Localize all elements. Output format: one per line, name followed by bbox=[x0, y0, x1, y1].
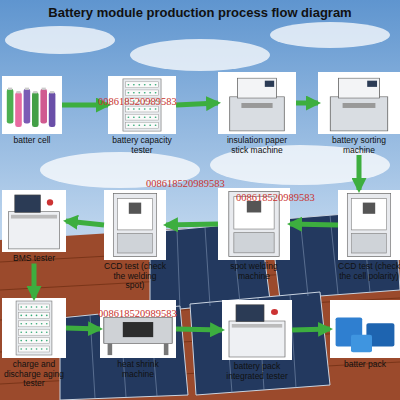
equipment-picture bbox=[104, 190, 166, 260]
flow-arrow bbox=[176, 103, 218, 105]
flow-arrow bbox=[166, 224, 218, 225]
step-label: charge and discharge aging tester bbox=[2, 360, 66, 389]
watermark: 008618520989583 bbox=[98, 96, 177, 107]
diagram-title: Battery module production process flow d… bbox=[0, 5, 400, 20]
step-label: battery sorting machine bbox=[318, 136, 400, 155]
process-step: charge and discharge aging tester bbox=[2, 298, 66, 389]
step-label: CCD test (check the welding spot) bbox=[104, 262, 166, 291]
equipment-picture bbox=[318, 72, 400, 134]
equipment-picture bbox=[2, 298, 66, 358]
step-label: batter cell bbox=[2, 136, 62, 146]
equipment-picture bbox=[218, 72, 296, 134]
step-label: spot welding machine bbox=[218, 262, 290, 281]
process-step: battery sorting machine bbox=[318, 72, 400, 155]
equipment-picture bbox=[330, 300, 400, 358]
process-step: battery capacity tester bbox=[108, 76, 176, 155]
flow-arrow bbox=[176, 329, 222, 330]
flow-arrow bbox=[292, 329, 330, 330]
flow-arrow bbox=[66, 221, 104, 225]
process-step: battery pack integrated tester bbox=[222, 300, 292, 381]
step-label: CCD test (check the cell polarity) bbox=[338, 262, 400, 281]
process-step: CCD test (check the cell polarity) bbox=[338, 190, 400, 281]
process-step: batter cell bbox=[2, 76, 62, 146]
step-label: BMS tester bbox=[2, 254, 66, 264]
equipment-picture bbox=[338, 190, 400, 260]
step-label: insulation paper stick machine bbox=[218, 136, 296, 155]
flow-arrow bbox=[296, 101, 318, 106]
watermark: 008618520989583 bbox=[236, 192, 315, 203]
process-step: batter pack bbox=[330, 300, 400, 370]
equipment-picture bbox=[222, 300, 292, 360]
process-step: insulation paper stick machine bbox=[218, 72, 296, 155]
step-label: heat shrink machine bbox=[100, 360, 176, 379]
step-label: battery pack integrated tester bbox=[222, 362, 292, 381]
watermark: 008618520989583 bbox=[98, 308, 177, 319]
flow-arrow bbox=[66, 328, 100, 329]
watermark: 008618520989583 bbox=[146, 178, 225, 189]
step-label: battery capacity tester bbox=[108, 136, 176, 155]
equipment-picture bbox=[2, 76, 62, 134]
flow-arrow bbox=[32, 264, 37, 299]
process-step: BMS tester bbox=[2, 190, 66, 264]
flow-arrow bbox=[290, 224, 338, 225]
equipment-picture bbox=[2, 190, 66, 252]
flow-arrow bbox=[357, 155, 362, 190]
step-label: batter pack bbox=[330, 360, 400, 370]
process-step: CCD test (check the welding spot) bbox=[104, 190, 166, 291]
